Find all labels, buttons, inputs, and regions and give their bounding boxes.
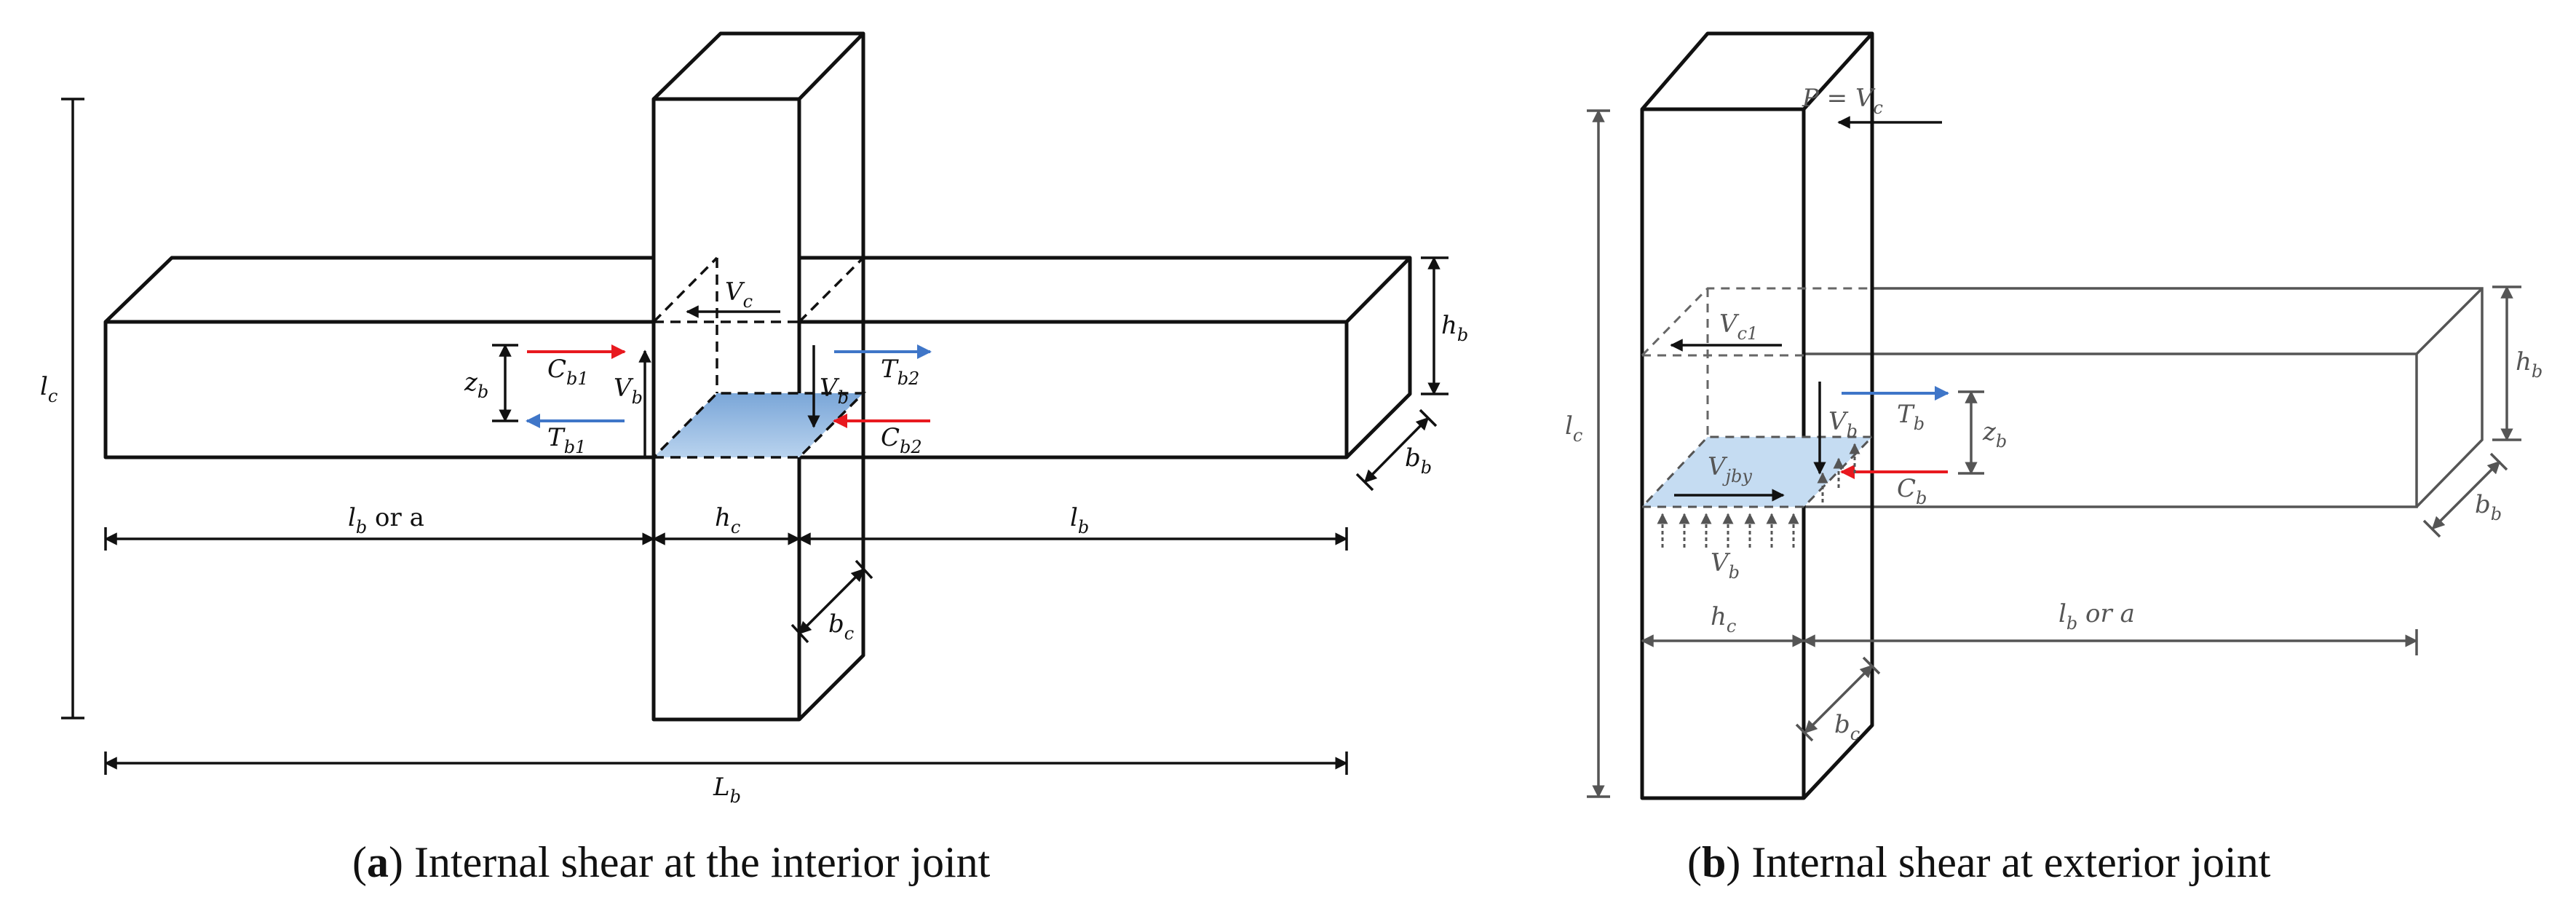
label-Lb: L	[713, 773, 730, 802]
dim-bc-a: bc	[790, 559, 873, 644]
svg-text:bc: bc	[828, 610, 854, 644]
label-bb-b: b	[2475, 490, 2491, 519]
svg-text:Cb: Cb	[1897, 474, 1927, 508]
svg-text:Vb: Vb	[1828, 407, 1858, 441]
dim-lc-b: lc	[1565, 109, 1610, 798]
dim-zb-b: zb	[1958, 390, 2007, 475]
svg-text:lb: lb	[1070, 503, 1089, 537]
svg-text:lb or a: lb or a	[2058, 599, 2135, 634]
label-cb2: C	[881, 423, 900, 452]
label-tb1: T	[547, 423, 566, 452]
caption-a: Internal shear at the interior joint	[414, 838, 991, 886]
label-hb-b: h	[2516, 347, 2532, 376]
svg-text:Tb: Tb	[1897, 400, 1925, 434]
label-bc-b: b	[1834, 710, 1850, 739]
label-tb2: T	[881, 355, 899, 384]
column-b	[1640, 31, 1874, 800]
panel-b: P = Vc lc Vc1 hb bb Tb Cb	[1565, 31, 2543, 886]
dim-hb-b: hb	[2492, 285, 2543, 441]
panel-a: lc Lb lb or a hc lb bc	[40, 31, 1468, 886]
svg-text:zb: zb	[1982, 417, 2007, 451]
label-zb-b: z	[1982, 417, 1997, 446]
label-lb-right: l	[1070, 503, 1078, 532]
svg-text:bb: bb	[1405, 443, 1432, 478]
caption-tag-b: b	[1702, 838, 1726, 886]
svg-text:Tb1: Tb1	[547, 423, 586, 457]
joint-dashed-edges-b	[1641, 287, 1872, 437]
label-bc-a: b	[828, 610, 844, 639]
svg-text:Vb: Vb	[614, 374, 643, 408]
svg-text:Cb2: Cb2	[881, 423, 922, 457]
svg-text:lc: lc	[1565, 411, 1582, 446]
svg-text:Vc: Vc	[725, 277, 753, 312]
svg-text:(a) Internal shear at the inte: (a) Internal shear at the interior joint	[352, 838, 991, 886]
svg-text:bb: bb	[2475, 490, 2502, 524]
svg-text:lc: lc	[40, 372, 58, 406]
label-vc1: V	[1719, 309, 1740, 339]
svg-text:(b) Internal shear at exterior: (b) Internal shear at exterior joint	[1687, 838, 2271, 886]
svg-text:Vb: Vb	[1711, 548, 1740, 583]
dim-hb-a: hb	[1421, 256, 1468, 395]
svg-text:hb: hb	[1441, 311, 1468, 345]
bearing-arrows-b	[1657, 443, 1860, 548]
svg-text:bc: bc	[1834, 710, 1860, 744]
label-vjby: V	[1708, 452, 1728, 481]
label-cb: C	[1897, 474, 1916, 503]
joint-panel-b	[1639, 435, 1875, 508]
label-vb-right: V	[820, 374, 840, 403]
label-hc-a: h	[715, 503, 731, 532]
dim-bb-a: bb	[1355, 409, 1438, 492]
caption-b: Internal shear at exterior joint	[1751, 838, 2270, 886]
dim-row-b: hc lb or a	[1641, 599, 2418, 655]
dim-row-a: lb or a hc lb	[104, 503, 1348, 551]
label-tb: T	[1897, 400, 1915, 429]
label-hb-a: h	[1441, 311, 1457, 340]
label-lb-or-a-b: l	[2058, 599, 2066, 628]
svg-text:Vjby: Vjby	[1708, 452, 1752, 486]
svg-text:hc: hc	[1711, 602, 1736, 636]
label-bb-a: b	[1405, 443, 1421, 473]
label-hc-b: h	[1711, 602, 1727, 631]
label-p: P = V	[1802, 84, 1876, 113]
label-vb-bottom: V	[1711, 548, 1731, 577]
label-lb-left: l	[348, 503, 356, 532]
dim-bc-b: bc	[1795, 656, 1881, 744]
svg-text:P = Vc: P = Vc	[1802, 84, 1883, 118]
dim-bb-b: bb	[2422, 452, 2508, 538]
svg-text:Cb1: Cb1	[547, 355, 589, 389]
svg-text:zb: zb	[464, 368, 488, 402]
svg-text:Lb: Lb	[713, 773, 741, 807]
label-vc-a: V	[725, 277, 745, 307]
svg-text:Vb: Vb	[820, 374, 849, 408]
beam-a	[103, 256, 1412, 459]
label-cb1: C	[547, 355, 566, 384]
label-vb-left: V	[614, 374, 634, 403]
caption-tag-a: a	[367, 838, 389, 886]
dim-Lb: Lb	[104, 752, 1348, 807]
svg-text:hb: hb	[2516, 347, 2543, 382]
label-lc-b: l	[1565, 411, 1573, 441]
svg-text:lb or a: lb or a	[348, 503, 424, 537]
forces-a: Vc zb Cb1 Tb1 Vb Vb Tb2 Cb2	[464, 277, 932, 457]
svg-text:Vc1: Vc1	[1719, 309, 1758, 344]
label-vb-top: V	[1828, 407, 1849, 436]
joint-panel-a	[650, 392, 867, 459]
label-lc-a: l	[40, 372, 48, 401]
joint-dashed-edges-a	[652, 256, 865, 393]
dim-lc-a: lc	[40, 98, 84, 719]
svg-text:Tb2: Tb2	[881, 355, 919, 389]
label-zb-a: z	[464, 368, 478, 397]
svg-text:hc: hc	[715, 503, 740, 537]
